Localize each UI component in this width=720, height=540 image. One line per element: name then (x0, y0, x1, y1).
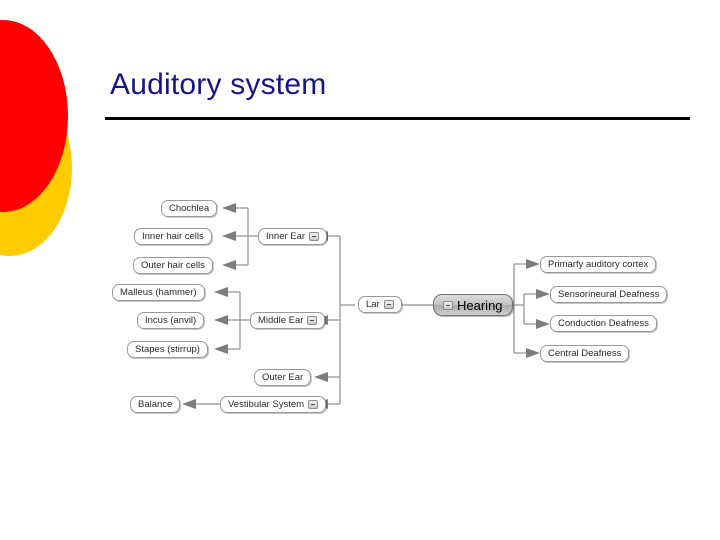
node-label: Central Deafness (548, 347, 622, 359)
node-primary-auditory-cortex[interactable]: Primarfy auditory cortex (540, 256, 657, 273)
node-label: Outer Ear (262, 371, 304, 383)
node-label: Malleus (hammer) (120, 286, 197, 298)
node-label: Inner Ear (266, 230, 306, 242)
node-middle-ear[interactable]: Middle Ear (250, 312, 326, 329)
node-outer-hair-cells[interactable]: Outer hair cells (133, 257, 213, 274)
collapse-toggle-minus-icon[interactable] (443, 300, 453, 310)
node-label: Middle Ear (258, 314, 304, 326)
node-label: Inner hair cells (142, 230, 204, 242)
node-label: Stapes (stirrup) (135, 343, 200, 355)
node-inner-ear[interactable]: Inner Ear (258, 228, 328, 245)
node-label: Incus (anvil) (145, 314, 197, 326)
node-conduction-deafness[interactable]: Conduction Deafness (550, 315, 657, 332)
node-label: Lar (366, 298, 380, 310)
node-hearing[interactable]: Hearing (433, 294, 513, 316)
node-label: Balance (138, 398, 173, 410)
node-label: Vestibular System (228, 398, 305, 410)
page-title: Auditory system (110, 68, 327, 101)
node-label: Chochlea (169, 202, 210, 214)
node-central-deafness[interactable]: Central Deafness (540, 345, 630, 362)
node-malleus[interactable]: Malleus (hammer) (112, 284, 205, 301)
decorative-corner-graphic (0, 0, 120, 270)
node-incus[interactable]: Incus (anvil) (137, 312, 205, 329)
node-label: Primarfy auditory cortex (548, 258, 649, 270)
node-sensorineural-deafness[interactable]: Sensorineural Deafness (550, 286, 668, 303)
collapse-toggle-minus-icon[interactable] (307, 316, 318, 325)
node-stapes[interactable]: Stapes (stirrup) (127, 341, 208, 358)
node-outer-ear[interactable]: Outer Ear (254, 369, 312, 386)
node-lar[interactable]: Lar (358, 296, 402, 313)
node-vestibular-system[interactable]: Vestibular System (220, 396, 327, 413)
node-inner-hair-cells[interactable]: Inner hair cells (134, 228, 212, 245)
node-label: Hearing (457, 297, 503, 313)
node-chochlea[interactable]: Chochlea (161, 200, 218, 217)
collapse-toggle-minus-icon[interactable] (308, 400, 319, 409)
node-label: Sensorineural Deafness (558, 288, 660, 300)
node-label: Outer hair cells (141, 259, 205, 271)
collapse-toggle-minus-icon[interactable] (309, 232, 320, 241)
node-balance[interactable]: Balance (130, 396, 181, 413)
title-divider (105, 117, 690, 120)
collapse-toggle-minus-icon[interactable] (383, 300, 394, 309)
node-label: Conduction Deafness (558, 317, 649, 329)
